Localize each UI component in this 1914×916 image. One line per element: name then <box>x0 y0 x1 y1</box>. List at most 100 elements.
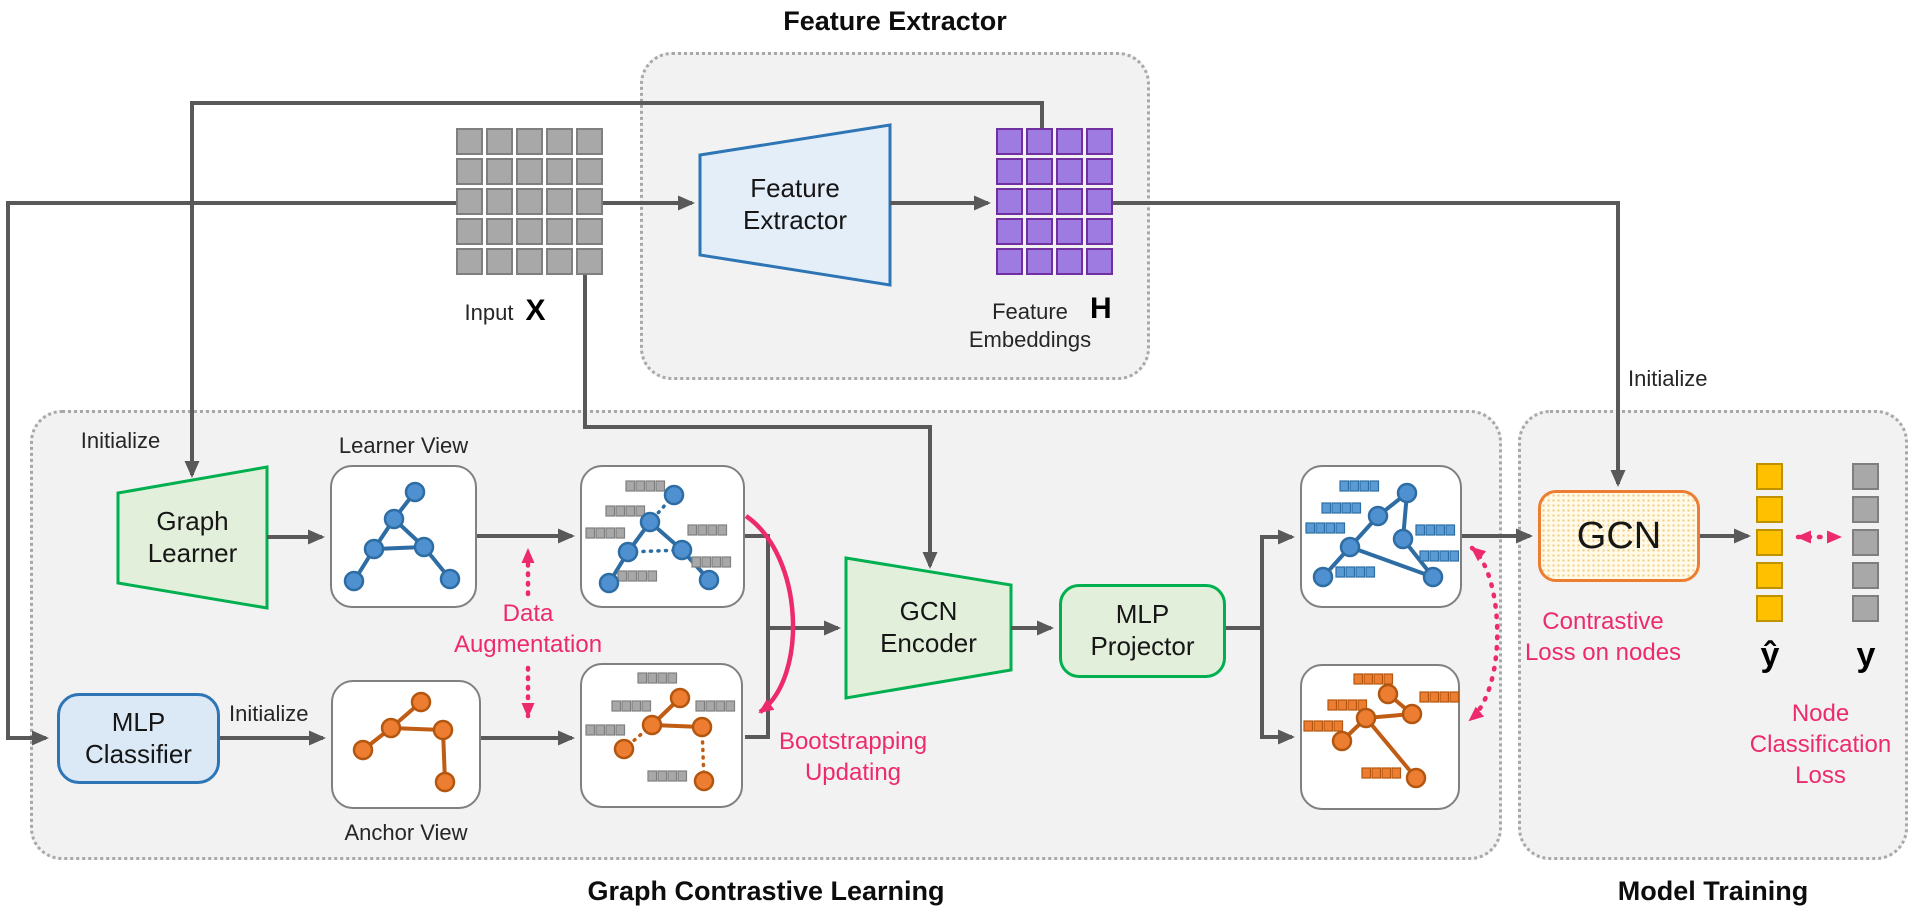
projected-learner-view-graph <box>1305 480 1460 588</box>
anchor-view-augmented-graph <box>585 672 736 792</box>
matrix-cell <box>1026 188 1053 215</box>
gcn-encoder-trapezoid <box>844 556 1013 700</box>
matrix-cell <box>1086 158 1113 185</box>
gcn-encoder-label-1: GCN <box>899 596 958 627</box>
feature-extractor-title: Feature Extractor <box>783 6 1007 36</box>
matrix-cell <box>486 128 513 155</box>
matrix-cell <box>1086 128 1113 155</box>
learner-view-label: Learner View <box>338 433 469 458</box>
anchor-view-box <box>331 680 481 809</box>
matrix-cell <box>576 188 603 215</box>
feature-extractor-label-1: Feature <box>750 173 840 204</box>
matrix-cell <box>516 128 543 155</box>
anchor-view-graph <box>352 691 456 793</box>
mlp-classifier-label-2: Classifier <box>85 738 192 769</box>
gcn-block: GCN <box>1538 490 1700 582</box>
matrix-cell <box>456 248 483 275</box>
matrix-cell <box>576 218 603 245</box>
matrix-cell <box>546 248 573 275</box>
matrix-cell <box>546 158 573 185</box>
y-pred-vector <box>1756 463 1783 622</box>
matrix-cell <box>456 218 483 245</box>
node-loss-line-3: Loss <box>1795 762 1846 790</box>
matrix-cell <box>576 248 603 275</box>
matrix-cell <box>546 128 573 155</box>
bootstrapping-updating-arrow <box>744 514 796 714</box>
wire-input-to-mlp-classifier <box>6 201 456 746</box>
input-label-group: Input X <box>420 294 590 328</box>
embedding-matrix <box>996 128 1113 275</box>
matrix-cell <box>546 218 573 245</box>
input-matrix <box>456 128 603 275</box>
model-training-title: Model Training <box>1617 876 1809 906</box>
gcn-encoder-label-2: Encoder <box>880 628 977 658</box>
wire-input-to-gcn-encoder <box>583 275 938 569</box>
gcn-label: GCN <box>1576 514 1662 557</box>
mlp-projector-label-1: MLP <box>1115 599 1170 630</box>
mlp-projector-block: MLP Projector <box>1059 584 1226 678</box>
matrix-cell <box>996 128 1023 155</box>
matrix-cell <box>1086 218 1113 245</box>
feature-extractor-label-2: Extractor <box>742 205 848 235</box>
wire-projector-to-blue-output <box>1226 529 1295 630</box>
contrastive-loss-annotation: Contrastive Loss on nodes <box>1508 606 1698 668</box>
data-augmentation-annotation: Data Augmentation <box>440 598 616 660</box>
graph-contrastive-learning-title: Graph Contrastive Learning <box>587 876 945 906</box>
bootstrapping-line-2: Updating <box>804 759 902 787</box>
input-label: Input <box>464 300 514 325</box>
initialize-gcn-label: Initialize <box>1628 366 1708 391</box>
matrix-cell <box>516 188 543 215</box>
matrix-cell <box>576 128 603 155</box>
graph-learner-label-2: Learner <box>147 537 238 568</box>
matrix-cell <box>1852 562 1879 589</box>
y-pred-symbol: ŷ <box>1760 636 1780 674</box>
matrix-cell <box>1026 218 1053 245</box>
matrix-cell <box>1086 188 1113 215</box>
feature-embeddings-label-2: Embeddings <box>968 326 1092 352</box>
graph-learner-block: Graph Learner <box>118 467 267 608</box>
feature-extractor-trapezoid <box>698 123 892 287</box>
matrix-cell <box>1756 463 1783 490</box>
graph-learner-trapezoid <box>116 465 269 610</box>
node-classification-loss-annotation: Node Classification Loss <box>1738 698 1903 792</box>
learner-view-augmented-box <box>580 465 745 608</box>
matrix-cell <box>1056 248 1083 275</box>
projected-learner-view-box <box>1300 465 1462 608</box>
contrastive-loss-arrow <box>1467 545 1500 723</box>
matrix-cell <box>996 158 1023 185</box>
matrix-cell <box>1852 496 1879 523</box>
matrix-cell <box>1852 463 1879 490</box>
projected-anchor-view-graph <box>1303 673 1460 789</box>
matrix-cell <box>516 248 543 275</box>
mlp-classifier-block: MLP Classifier <box>57 693 220 784</box>
mlp-classifier-label-1: MLP <box>111 706 166 737</box>
model-training-container <box>1518 410 1908 860</box>
initialize-graph-learner-label: Initialize <box>80 428 161 453</box>
graph-learner-label-1: Graph <box>156 505 229 536</box>
matrix-cell <box>486 218 513 245</box>
initialize-mlp-label: Initialize <box>229 701 309 726</box>
y-true-vector <box>1852 463 1879 622</box>
wire-projector-to-orange-output <box>1260 628 1295 745</box>
node-loss-line-2: Classification <box>1749 731 1892 759</box>
matrix-cell <box>456 158 483 185</box>
matrix-cell <box>516 158 543 185</box>
feature-embeddings-label: Feature Embeddings <box>950 298 1110 353</box>
data-augmentation-line-2: Augmentation <box>453 631 603 659</box>
matrix-cell <box>456 128 483 155</box>
matrix-cell <box>1026 128 1053 155</box>
contrastive-loss-line-1: Contrastive <box>1542 608 1664 635</box>
matrix-cell <box>1026 158 1053 185</box>
matrix-cell <box>1056 128 1083 155</box>
matrix-cell <box>1056 158 1083 185</box>
contrastive-loss-line-2: Loss on nodes <box>1524 639 1682 667</box>
matrix-cell <box>486 248 513 275</box>
data-augmentation-line-1: Data <box>502 600 554 627</box>
matrix-cell <box>486 188 513 215</box>
feature-embeddings-label-1: Feature <box>992 299 1068 324</box>
y-true-symbol: y <box>1856 636 1876 674</box>
matrix-cell <box>1056 188 1083 215</box>
